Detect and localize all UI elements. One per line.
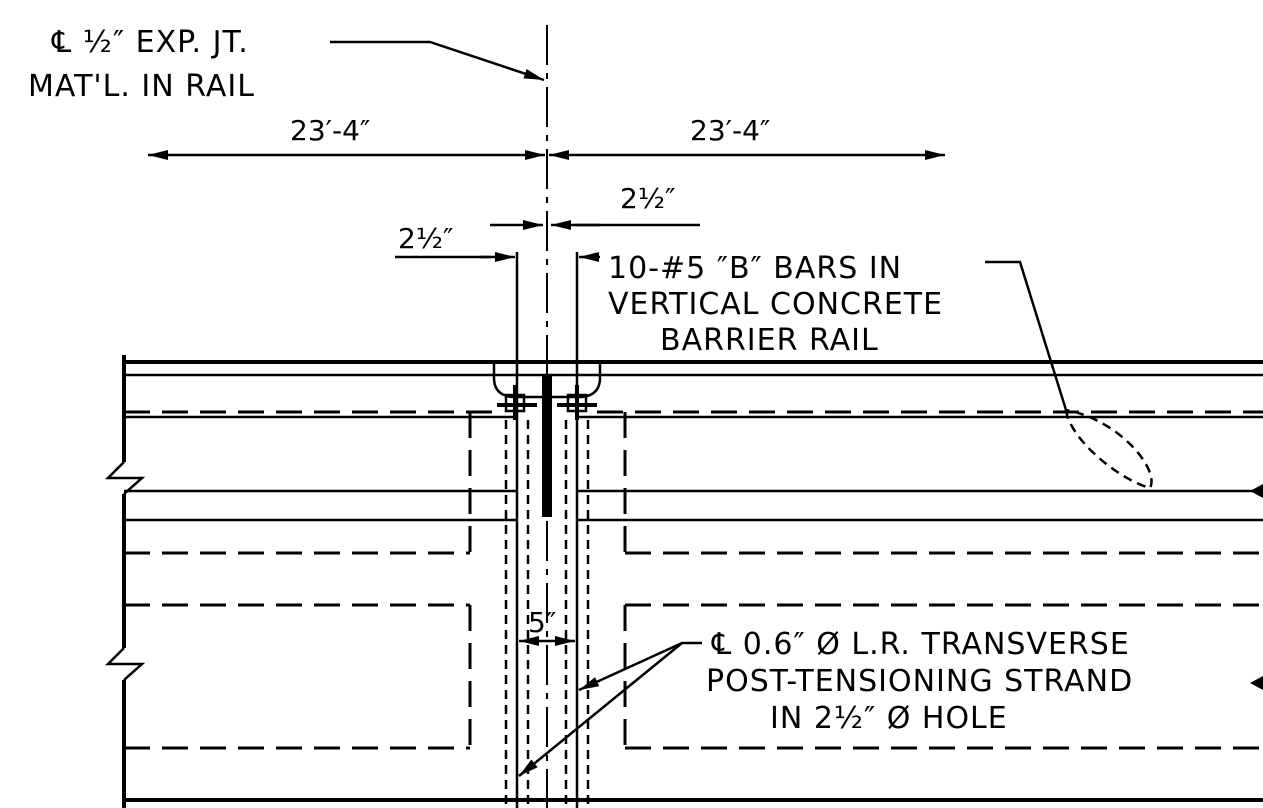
strand-note-line3: IN 2½″ Ø HOLE [770, 701, 1008, 736]
strand-note-line1: ℄ 0.6″ Ø L.R. TRANSVERSE [711, 627, 1130, 662]
right-offset-dim: 2½″ [620, 182, 675, 215]
right-edge-arrow-lower [1250, 676, 1263, 690]
right-edge-arrow-upper [1250, 484, 1263, 498]
exp-joint-line1: ℄ ½″ EXP. JT. [51, 25, 249, 60]
bars-note: 10-#5 ″B″ BARS IN VERTICAL CONCRETE BARR… [608, 251, 1153, 490]
anchor-right-nut [566, 393, 588, 413]
bars-note-line1: 10-#5 ″B″ BARS IN [608, 251, 902, 286]
strand-note-line2: POST-TENSIONING STRAND [706, 664, 1133, 699]
joint-hardware [492, 362, 602, 808]
left-span-dim: 23′-4″ [290, 114, 370, 147]
offset-dimensions: 2½″ 2½″ [395, 182, 700, 808]
left-break-lower [104, 647, 146, 681]
bars-note-dashed-loop [1064, 408, 1153, 490]
strand-leader-b [518, 642, 683, 777]
strand-note: ℄ 0.6″ Ø L.R. TRANSVERSE POST-TENSIONING… [518, 627, 1133, 777]
right-span-dim: 23′-4″ [690, 114, 770, 147]
exp-joint-line2: MAT'L. IN RAIL [28, 69, 255, 104]
strand-leader-a [578, 641, 702, 692]
left-break-upper [104, 461, 146, 495]
bars-note-line3: BARRIER RAIL [660, 323, 879, 358]
span-dimensions: 23′-4″ 23′-4″ [148, 114, 945, 160]
dashed-panels [124, 410, 1263, 750]
left-offset-dim: 2½″ [398, 222, 453, 255]
anchor-left-nut [504, 393, 526, 413]
joint-plate [542, 375, 552, 517]
bars-note-leader [985, 260, 1068, 411]
bars-note-line2: VERTICAL CONCRETE [608, 287, 943, 322]
strand-spacing-dim: 5″ [519, 606, 575, 646]
exp-joint-leader [330, 40, 545, 82]
exp-joint-note: ℄ ½″ EXP. JT. MAT'L. IN RAIL [28, 25, 545, 104]
deck-outline [104, 355, 1263, 808]
strand-spacing-label: 5″ [528, 606, 556, 639]
